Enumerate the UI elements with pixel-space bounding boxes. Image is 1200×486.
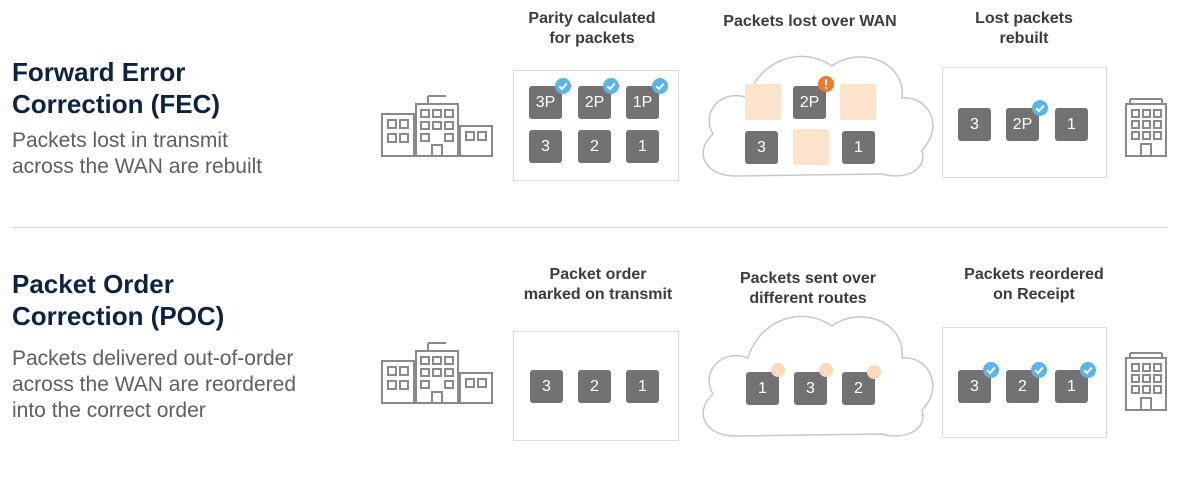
data-packet: 1 [1055, 108, 1088, 141]
order-marker-dot [867, 365, 881, 379]
data-packet: 1 [626, 130, 659, 163]
fec-stage2-caption: Packets lost over WAN [723, 13, 897, 30]
data-packet: 1 [842, 131, 875, 164]
caption-line: Packet order [549, 266, 647, 283]
poc-stage1-caption: Packet order marked on transmit [500, 265, 696, 305]
poc-desc-line2: across the WAN are reordered [12, 373, 297, 396]
fec-desc-line1: Packets lost in transmit [12, 129, 228, 152]
data-packet: 3 [530, 370, 563, 403]
rebuilt-packet: 2P [1006, 108, 1039, 141]
fec-title-line1: Forward Error [12, 57, 186, 87]
poc-desc-line3: into the correct order [12, 399, 206, 422]
caption-line: Parity calculated [528, 10, 656, 27]
poc-stage2-caption: Packets sent over different routes [710, 269, 906, 309]
fec-description: Packets lost in transmit across the WAN … [12, 128, 262, 180]
surviving-parity-packet: 2P [793, 86, 826, 119]
poc-desc-line1: Packets delivered out-of-order [12, 347, 294, 370]
section-divider [12, 227, 1168, 228]
alert-badge-icon [818, 76, 834, 92]
check-badge-icon [1031, 362, 1047, 378]
check-badge-icon [1080, 362, 1096, 378]
poc-title-line1: Packet Order [12, 269, 174, 299]
caption-line: Lost packets [975, 10, 1073, 27]
order-marker-dot [819, 363, 833, 377]
tower-building-icon [1125, 352, 1167, 411]
poc-title: Packet Order Correction (POC) [12, 268, 224, 332]
lost-packet-placeholder [840, 84, 876, 120]
fec-title: Forward Error Correction (FEC) [12, 56, 220, 120]
data-packet: 3 [958, 108, 991, 141]
tower-building-icon [1125, 98, 1167, 157]
caption-line: marked on transmit [523, 286, 673, 303]
check-badge-icon [1032, 100, 1048, 116]
data-packet: 3 [745, 131, 778, 164]
check-badge-icon [555, 78, 571, 94]
poc-title-line2: Correction (POC) [12, 301, 225, 331]
order-marker-dot [771, 363, 785, 377]
check-badge-icon [652, 78, 668, 94]
data-packet: 1 [746, 372, 779, 405]
caption-line: Packets sent over [739, 270, 877, 287]
fec-title-line2: Correction (FEC) [12, 89, 220, 119]
parity-packet: 1P [626, 86, 659, 119]
poc-description: Packets delivered out-of-order across th… [12, 346, 296, 424]
caption-line: different routes [749, 290, 867, 307]
fec-stage1-caption: Parity calculated for packets [500, 9, 684, 49]
check-badge-icon [603, 78, 619, 94]
caption-line: Packets reordered [964, 266, 1104, 283]
data-packet: 2 [578, 130, 611, 163]
data-packet: 1 [626, 370, 659, 403]
data-packet: 3 [529, 130, 562, 163]
caption-line: on Receipt [993, 286, 1075, 303]
office-building-icon [381, 95, 493, 157]
caption-line: for packets [549, 30, 635, 47]
data-packet: 2 [578, 370, 611, 403]
lost-packet-placeholder [745, 84, 781, 120]
lost-packet-placeholder [793, 129, 829, 165]
fec-stage3-caption: Lost packets rebuilt [940, 9, 1108, 49]
office-building-icon [381, 342, 493, 404]
check-badge-icon [983, 362, 999, 378]
poc-stage3-caption: Packets reordered on Receipt [936, 265, 1132, 305]
parity-packet: 3P [529, 86, 562, 119]
data-packet: 3 [794, 372, 827, 405]
caption-line: rebuilt [999, 30, 1049, 47]
fec-desc-line2: across the WAN are rebuilt [12, 155, 263, 178]
